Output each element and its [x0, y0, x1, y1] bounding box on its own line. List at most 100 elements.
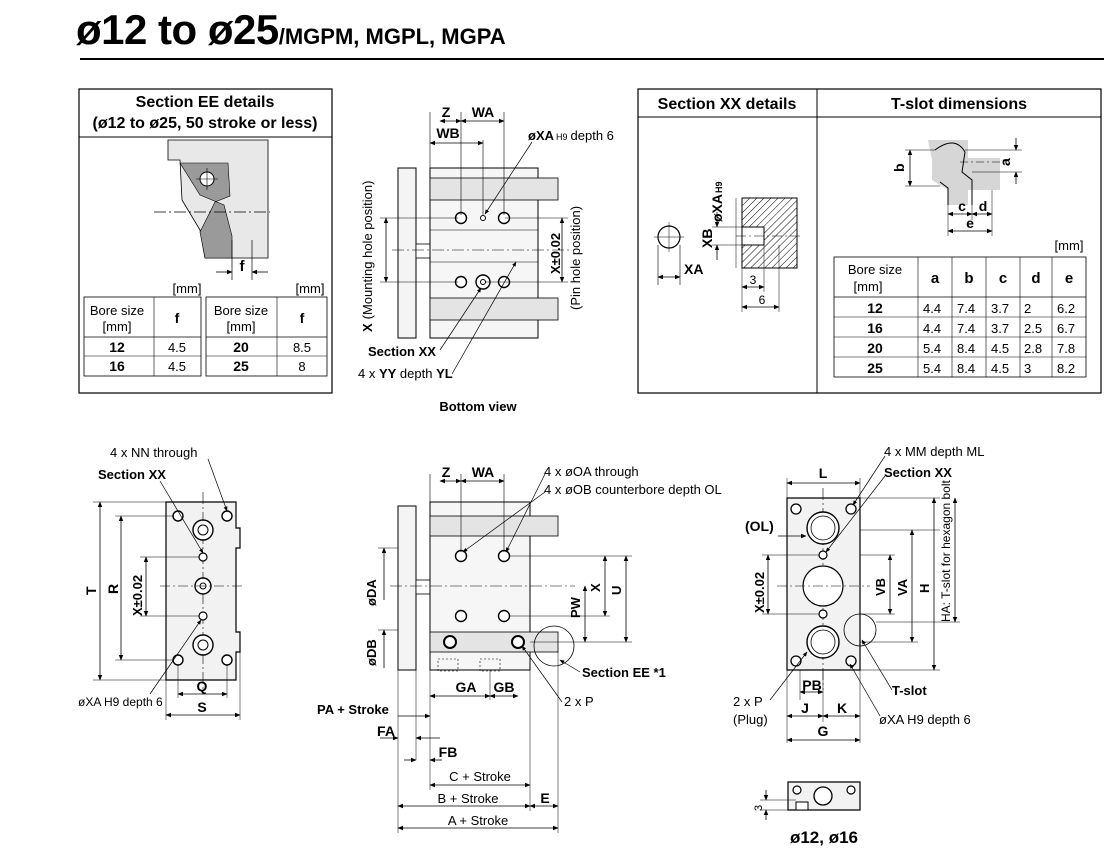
tslot-25-b: 8.4 [957, 361, 975, 376]
tslot-d-label: d [979, 198, 988, 214]
sxx-xa-label: øXAH9 [709, 181, 725, 222]
bv-section-xx: Section XX [368, 344, 436, 359]
tslot-16-c: 3.7 [991, 321, 1009, 336]
fv-q-label: Q [197, 678, 208, 694]
side-view: Z WA 4 x øOA through 4 x øOB counterbore… [317, 464, 722, 833]
section-xx-header: Section XX details [658, 96, 797, 113]
tslot-col-b: b [964, 270, 973, 287]
tslot-bore-25: 25 [867, 360, 883, 376]
sv-ob-note: 4 x øOB counterbore depth OL [544, 482, 722, 497]
tslot-25-a: 5.4 [923, 361, 941, 376]
sv-pa-label: PA + Stroke [317, 702, 389, 717]
sv-oa-note: 4 x øOA through [544, 464, 639, 479]
bv-x-tol: X±0.02 [548, 233, 563, 274]
tslot-16-e: 6.7 [1057, 321, 1075, 336]
section-ee-sketch: f [154, 139, 270, 280]
sv-p-note: 2 x P [564, 694, 594, 709]
sxx-xa-bottom: XA [684, 261, 703, 277]
section-ee-f-label: f [240, 258, 246, 275]
tslot-20-d: 2.8 [1024, 341, 1042, 356]
ee-left-col-bore-unit: [mm] [103, 319, 132, 334]
sv-b-label: B + Stroke [437, 791, 498, 806]
ev-bore-note: ø12, ø16 [790, 828, 858, 847]
section-xx-sketch: XA øXAH9 XB 3 6 [654, 181, 800, 312]
sxx-dim-6: 6 [759, 293, 766, 307]
section-ee-header-1: Section EE details [136, 94, 275, 111]
sv-fa-label: FA [377, 723, 395, 739]
bv-z-label: Z [442, 104, 451, 120]
tslot-col-d: d [1031, 270, 1040, 287]
tslot-e-label: e [966, 215, 974, 231]
tslot-12-a: 4.4 [923, 301, 941, 316]
tslot-20-b: 8.4 [957, 341, 975, 356]
ev-l-label: L [819, 465, 828, 481]
ev-tslot-label: T-slot [892, 683, 927, 698]
ee-right-f-25: 8 [298, 359, 305, 374]
fv-x-tol: X±0.02 [130, 575, 145, 616]
section-ee-table-right: Bore size [mm] f 20 8.5 25 8 [205, 296, 328, 377]
ev-g-label: G [818, 723, 829, 739]
bv-wa-label: WA [472, 104, 495, 120]
ev-xa-note: øXA H9 depth 6 [879, 712, 971, 727]
tslot-c-label: c [958, 198, 966, 214]
ev-ol-label: (OL) [745, 518, 774, 534]
ee-left-f-12: 4.5 [168, 340, 186, 355]
section-ee-unit-left: [mm] [173, 281, 202, 296]
tslot-16-d: 2.5 [1024, 321, 1042, 336]
ev-h-label: H [917, 584, 932, 593]
tslot-header: T-slot dimensions [891, 96, 1027, 113]
tslot-bore-12: 12 [867, 300, 883, 316]
sv-section-ee: Section EE *1 [582, 665, 666, 680]
section-ee-border [78, 88, 333, 394]
tslot-table: Bore size [mm] a b c d e 12 4.4 7.4 3.7 … [833, 256, 1087, 378]
sv-db-label: øDB [364, 639, 379, 666]
sv-u-label: U [609, 586, 624, 595]
fv-section-xx: Section XX [98, 467, 166, 482]
ev-j-label: J [801, 700, 809, 716]
fv-r-label: R [105, 584, 121, 594]
tslot-unit: [mm] [1055, 238, 1084, 253]
title-rule [80, 58, 1104, 60]
section-xx-tslot-panel: Section XX details T-slot dimensions XA … [637, 88, 1102, 394]
ev-p-note: 2 x P [733, 694, 763, 709]
ev-pb-label: PB [802, 677, 821, 693]
page-title: ø12 to ø25/MGPM, MGPL, MGPA [76, 6, 506, 54]
ev-mm-note: 4 x MM depth ML [884, 444, 984, 459]
bv-caption: Bottom view [439, 399, 517, 414]
sv-c-label: C + Stroke [449, 769, 511, 784]
tslot-bore-20: 20 [867, 340, 883, 356]
ev-bottom-detail: 3 [753, 781, 861, 820]
sv-wa-label: WA [472, 464, 495, 480]
sv-a-label: A + Stroke [448, 813, 508, 828]
tslot-12-e: 6.2 [1057, 301, 1075, 316]
sv-ga-label: GA [456, 679, 477, 695]
tslot-col-c: c [999, 270, 1007, 287]
ev-va-label: VA [895, 578, 910, 596]
ee-left-col-bore: Bore size [90, 303, 144, 318]
ee-right-bore-25: 25 [233, 358, 249, 374]
ev-vb-label: VB [873, 578, 888, 596]
bv-pin-hole: (Pin hole position) [568, 206, 583, 310]
ev-section-xx: Section XX [884, 465, 952, 480]
ev-dim-3: 3 [753, 805, 765, 811]
tslot-20-a: 5.4 [923, 341, 941, 356]
tslot-col-a: a [931, 270, 940, 287]
tslot-col-bore: Bore size [848, 262, 902, 277]
tslot-25-d: 3 [1024, 361, 1031, 376]
tslot-col-e: e [1065, 270, 1073, 287]
section-ee-table-left: Bore size [mm] f 12 4.5 16 4.5 [83, 296, 202, 377]
tslot-col-bore-unit: [mm] [854, 279, 883, 294]
ee-left-bore-12: 12 [109, 339, 125, 355]
tslot-bore-16: 16 [867, 320, 883, 336]
ee-right-col-bore: Bore size [214, 303, 268, 318]
front-plate-view: T R X±0.02 Q S 4 x NN through Section XX… [78, 445, 245, 720]
tslot-25-c: 4.5 [991, 361, 1009, 376]
ee-left-bore-16: 16 [109, 358, 125, 374]
title-main: ø12 to ø25 [76, 6, 279, 53]
section-ee-panel: Section EE details (ø12 to ø25, 50 strok… [78, 88, 333, 394]
tslot-12-d: 2 [1024, 301, 1031, 316]
tslot-a-label: a [997, 158, 1013, 166]
tslot-20-c: 4.5 [991, 341, 1009, 356]
